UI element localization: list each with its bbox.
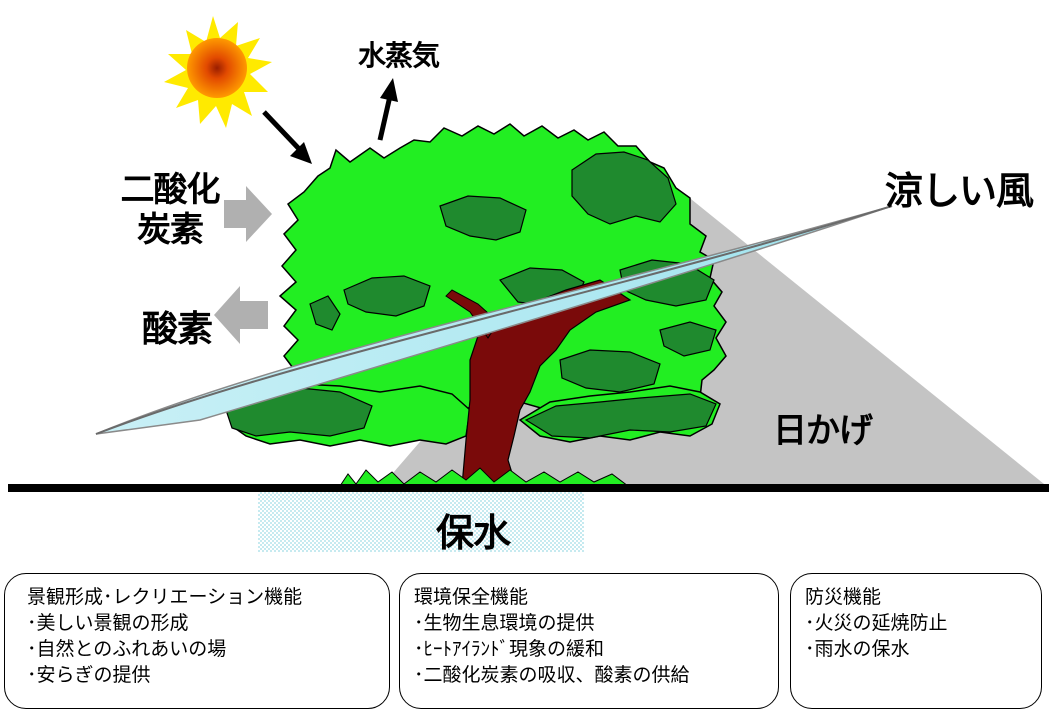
environment-function-panel: 環境保全機能 ･生物生息環境の提供 ･ﾋｰﾄｱｲﾗﾝﾄﾞ現象の緩和 ･二酸化炭素…	[399, 573, 779, 709]
panel-item: ･雨水の保水	[805, 638, 910, 660]
water-retention-label: 保水	[436, 511, 511, 555]
disaster-prevention-panel: 防災機能 ･火災の延焼防止 ･雨水の保水	[790, 573, 1042, 709]
sunlight-arrow	[262, 110, 312, 164]
ground-line	[8, 484, 1049, 492]
panel-item: ･ﾋｰﾄｱｲﾗﾝﾄﾞ現象の緩和	[414, 638, 605, 660]
water-area	[258, 492, 584, 552]
panel-item: ･生物生息環境の提供	[414, 612, 595, 634]
water-vapor-label: 水蒸気	[358, 39, 440, 72]
landscape-function-panel: 景観形成･レクリエーション機能 ･美しい景観の形成 ･自然とのふれあいの場 ･安…	[4, 573, 390, 709]
panel-title: 防災機能	[805, 586, 882, 608]
panel-item: ･火災の延焼防止	[805, 612, 948, 634]
panel-item: ･自然とのふれあいの場	[27, 638, 227, 660]
co2-arrow	[224, 186, 272, 242]
sun-icon	[164, 16, 272, 128]
panel-title: 環境保全機能	[414, 586, 529, 608]
co2-label-line1: 二酸化	[120, 170, 221, 210]
panel-title: 景観形成･レクリエーション機能	[27, 586, 303, 608]
oxygen-label: 酸素	[142, 309, 213, 350]
panel-item: ･美しい景観の形成	[27, 612, 189, 634]
panel-item: ･安らぎの提供	[27, 664, 151, 686]
grass	[339, 467, 630, 487]
panel-item: ･二酸化炭素の吸収、酸素の供給	[414, 664, 690, 686]
oxygen-arrow	[214, 286, 268, 344]
co2-label-line2: 炭素	[137, 210, 204, 250]
cool-breeze-label: 涼しい風	[885, 169, 1034, 213]
shade-label: 日かげ	[773, 411, 873, 451]
water-vapor-arrow	[377, 78, 398, 141]
co2-label: 二酸化 炭素	[120, 170, 221, 250]
